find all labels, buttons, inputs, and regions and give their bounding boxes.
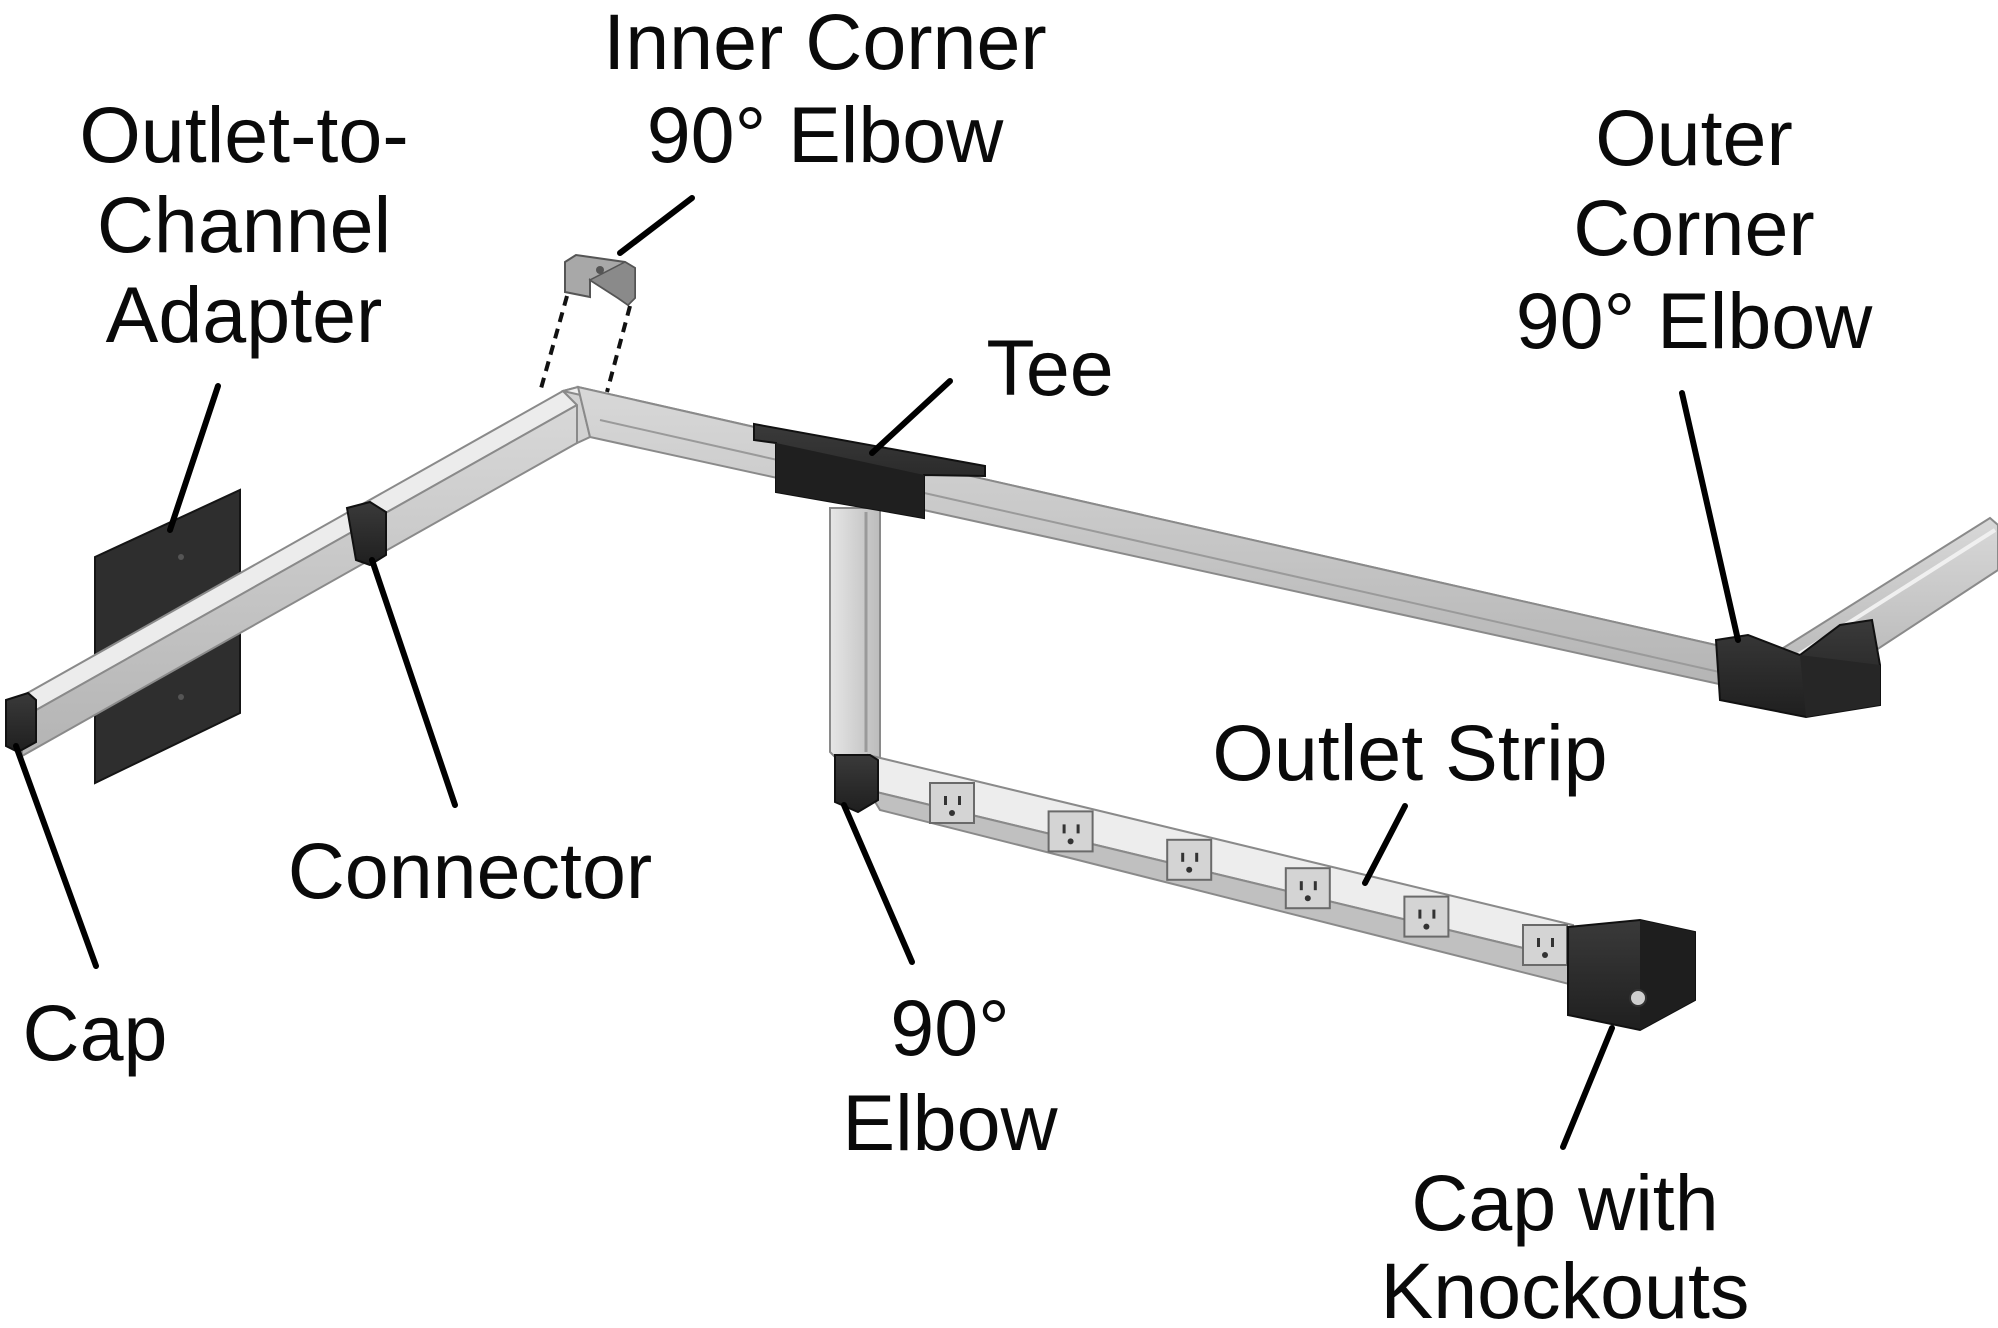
leader-lines — [13, 195, 1741, 1150]
label-cap: Cap — [23, 988, 168, 1077]
label-connector: Connector — [288, 826, 653, 915]
label-inner-corner-elbow: Inner Corner 90° Elbow — [603, 0, 1047, 179]
leader-elbow-90 — [841, 802, 915, 965]
svg-text:Elbow: Elbow — [842, 1078, 1058, 1167]
outlet-receptacle — [1284, 867, 1331, 910]
outlet-receptacle — [1403, 895, 1450, 938]
label-cap-with-knockouts: Cap with Knockouts — [1381, 1158, 1750, 1328]
label-outer-corner-elbow: Outer Corner 90° Elbow — [1516, 93, 1874, 365]
svg-text:Outlet-to-: Outlet-to- — [79, 90, 408, 179]
cap-fitting — [5, 691, 37, 754]
svg-text:90° Elbow: 90° Elbow — [647, 90, 1005, 179]
outlet-receptacle — [929, 782, 975, 824]
svg-text:Outer: Outer — [1595, 93, 1793, 182]
outer-corner-fitting — [1714, 618, 1881, 719]
svg-text:90°: 90° — [890, 983, 1009, 1072]
svg-text:Inner Corner: Inner Corner — [603, 0, 1047, 86]
label-tee: Tee — [986, 323, 1113, 412]
connector-fitting — [345, 500, 387, 567]
label-outlet-strip: Outlet Strip — [1212, 708, 1607, 797]
vertical-drop-channel — [829, 507, 881, 761]
outlet-receptacle — [1047, 810, 1094, 853]
inner-corner-elbow-part — [538, 253, 636, 393]
svg-text:Channel: Channel — [97, 180, 391, 269]
leader-inner-corner — [617, 195, 695, 256]
leader-outlet-strip — [1362, 803, 1408, 886]
tee-fitting — [753, 422, 986, 520]
leader-tee — [869, 378, 953, 456]
svg-text:Cap with: Cap with — [1411, 1158, 1718, 1247]
svg-text:Corner: Corner — [1573, 183, 1814, 272]
label-elbow-90: 90° Elbow — [842, 983, 1058, 1167]
cap-knockouts-fitting — [1567, 918, 1696, 1032]
leader-outer-corner — [1679, 390, 1741, 643]
label-outlet-to-channel-adapter: Outlet-to- Channel Adapter — [79, 90, 408, 359]
leader-cap-knockouts — [1560, 1025, 1615, 1150]
outlet-receptacle — [1522, 924, 1568, 966]
leader-outlet-adapter — [167, 383, 221, 533]
left-channel-run — [6, 389, 579, 758]
svg-text:90° Elbow: 90° Elbow — [1516, 276, 1874, 365]
leader-cap — [13, 743, 99, 969]
svg-text:Adapter: Adapter — [106, 270, 383, 359]
elbow-90-fitting — [834, 754, 879, 814]
outlet-receptacle — [1166, 838, 1213, 881]
leader-connector — [369, 557, 458, 808]
main-channel-run — [562, 385, 1764, 695]
outlet-receptacles — [929, 782, 1568, 966]
svg-text:Knockouts: Knockouts — [1381, 1246, 1750, 1328]
